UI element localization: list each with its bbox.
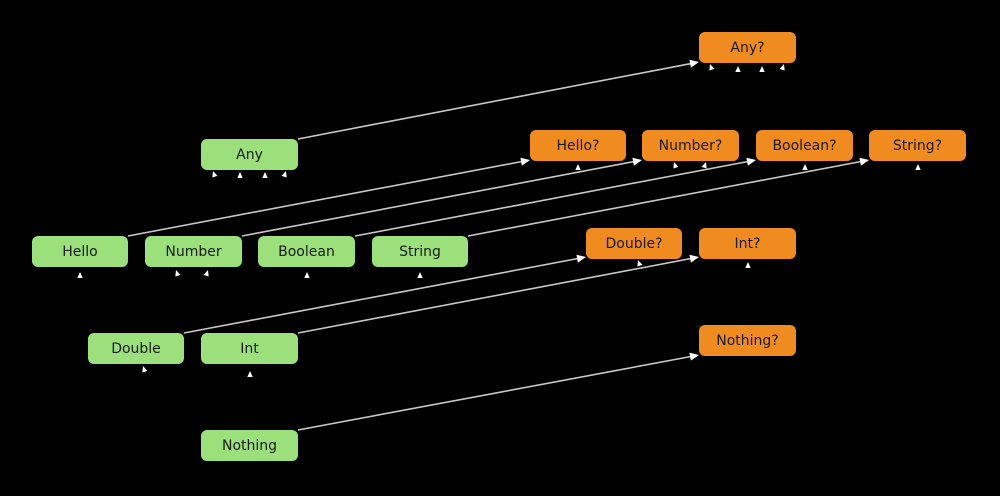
inheritance-arrowhead: [203, 270, 209, 277]
inheritance-arrowhead: [802, 164, 808, 170]
inheritance-arrowhead: [701, 162, 707, 169]
arrowhead-hello_q: [520, 157, 530, 166]
arrowhead-int_q: [689, 254, 699, 263]
arrowhead-number_q: [632, 157, 642, 166]
edge-string-to-string_q: [467, 160, 864, 237]
arrowhead-nothing_q: [689, 352, 699, 361]
inheritance-arrowhead: [915, 164, 921, 170]
arrowhead-any_q: [689, 59, 699, 68]
edge-boolean-to-boolean_q: [354, 160, 751, 237]
inheritance-arrowhead: [745, 262, 751, 268]
node-number: Number: [145, 236, 242, 267]
inheritance-arrowhead: [637, 260, 643, 267]
node-double: Double: [88, 333, 184, 364]
inheritance-arrowhead: [735, 66, 741, 72]
inheritance-arrowhead: [709, 64, 715, 71]
node-boolean-nullable: Boolean?: [756, 130, 853, 161]
edge-nothing-to-nothing_q: [297, 355, 694, 431]
node-string: String: [372, 236, 468, 267]
node-int-nullable: Int?: [699, 228, 796, 259]
inheritance-arrowhead: [417, 272, 423, 278]
inheritance-arrowhead: [77, 272, 83, 278]
arrowhead-boolean_q: [746, 157, 756, 166]
inheritance-arrowhead: [575, 164, 581, 170]
arrowhead-string_q: [859, 157, 869, 166]
node-boolean: Boolean: [258, 236, 355, 267]
inheritance-arrowhead: [175, 270, 181, 277]
edge-hello-to-hello_q: [127, 160, 525, 237]
inheritance-arrowhead: [281, 171, 287, 178]
edge-int-to-int_q: [297, 257, 694, 334]
inheritance-arrowhead: [779, 64, 785, 71]
node-int: Int: [201, 333, 298, 364]
inheritance-arrowhead: [212, 171, 218, 178]
node-number-nullable: Number?: [642, 130, 739, 161]
node-string-nullable: String?: [869, 130, 966, 161]
node-nothing-nullable: Nothing?: [699, 325, 796, 356]
node-any-nullable: Any?: [699, 32, 796, 63]
inheritance-arrowhead: [262, 172, 268, 178]
inheritance-arrowhead: [759, 66, 765, 72]
inheritance-arrowhead: [673, 162, 679, 169]
edge-any-to-any_q: [297, 62, 694, 140]
node-hello: Hello: [32, 236, 128, 267]
inheritance-arrowhead: [237, 172, 243, 178]
inheritance-arrowhead: [142, 366, 148, 373]
node-nothing: Nothing: [201, 430, 298, 461]
inheritance-marker-layer: [77, 59, 921, 377]
node-hello-nullable: Hello?: [530, 130, 626, 161]
edge-double-to-double_q: [183, 257, 581, 334]
inheritance-arrowhead: [247, 371, 253, 377]
arrowhead-double_q: [576, 254, 586, 263]
node-any: Any: [201, 139, 298, 170]
edge-number-to-number_q: [241, 160, 637, 237]
node-double-nullable: Double?: [586, 228, 682, 259]
edge-layer: [127, 62, 864, 431]
inheritance-arrowhead: [304, 272, 310, 278]
